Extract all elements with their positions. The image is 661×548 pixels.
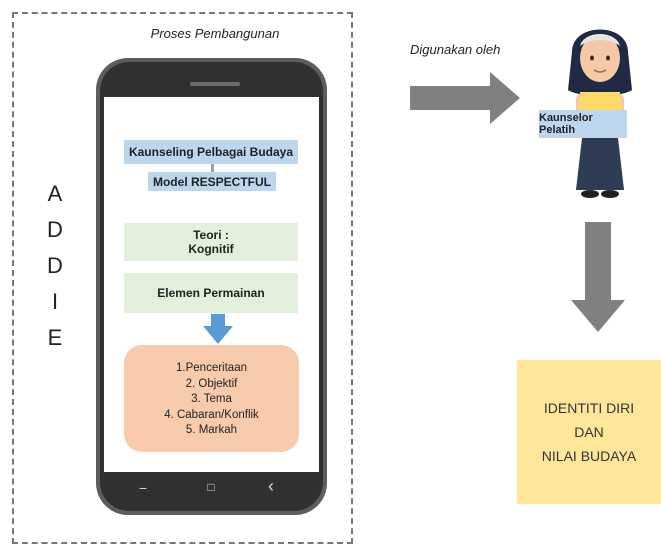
addie-letter-i: I [51,289,59,314]
respectful-model-box: Model RESPECTFUL [148,172,276,191]
identity-values-box: IDENTITI DIRI DAN NILAI BUDAYA [517,360,661,504]
identity-line-1: IDENTITI DIRI [543,400,635,416]
identity-line-2: DAN [574,424,604,440]
game-elements-box: Elemen Permainan [124,273,298,313]
theory-label: Teori : [193,228,229,242]
list-item: 1.Penceritaan [176,362,247,374]
addie-letters: A D D I E [44,176,66,356]
used-by-label: Digunakan oleh [410,42,501,57]
down-arrow-icon [571,222,625,332]
addie-letter-d1: D [47,217,63,242]
game-elements-list: 1.Penceritaan 2. Objektif 3. Tema 4. Cab… [124,345,299,439]
trainee-counselor-label: Kaunselor Pelatih [539,110,627,138]
theory-box: Teori : Kognitif [124,223,298,261]
phone-home-icon: □ [207,480,215,494]
list-item: 3. Tema [191,393,232,405]
down-arrow-icon [203,314,233,344]
game-elements-list-box: 1.Penceritaan 2. Objektif 3. Tema 4. Cab… [124,345,299,452]
right-arrow-icon [410,72,520,124]
development-process-frame [12,12,353,544]
theory-value: Kognitif [188,242,234,256]
phone-speaker [190,82,240,86]
list-item: 5. Markah [185,424,238,436]
frame-caption: Proses Pembangunan [150,26,280,41]
addie-letter-a: A [47,181,63,206]
phone-menu-icon: − [138,480,148,496]
list-item: 4. Cabaran/Konflik [164,408,259,421]
phone-back-icon: ‹ [268,476,274,496]
counselor-figure-icon [568,29,632,198]
identity-line-3: NILAI BUDAYA [541,448,637,464]
addie-letter-e: E [47,325,63,350]
addie-letter-d2: D [47,253,63,278]
box-connector [211,164,214,172]
list-item: 2. Objektif [185,377,238,390]
multicultural-counseling-box: Kaunseling Pelbagai Budaya [124,140,298,164]
